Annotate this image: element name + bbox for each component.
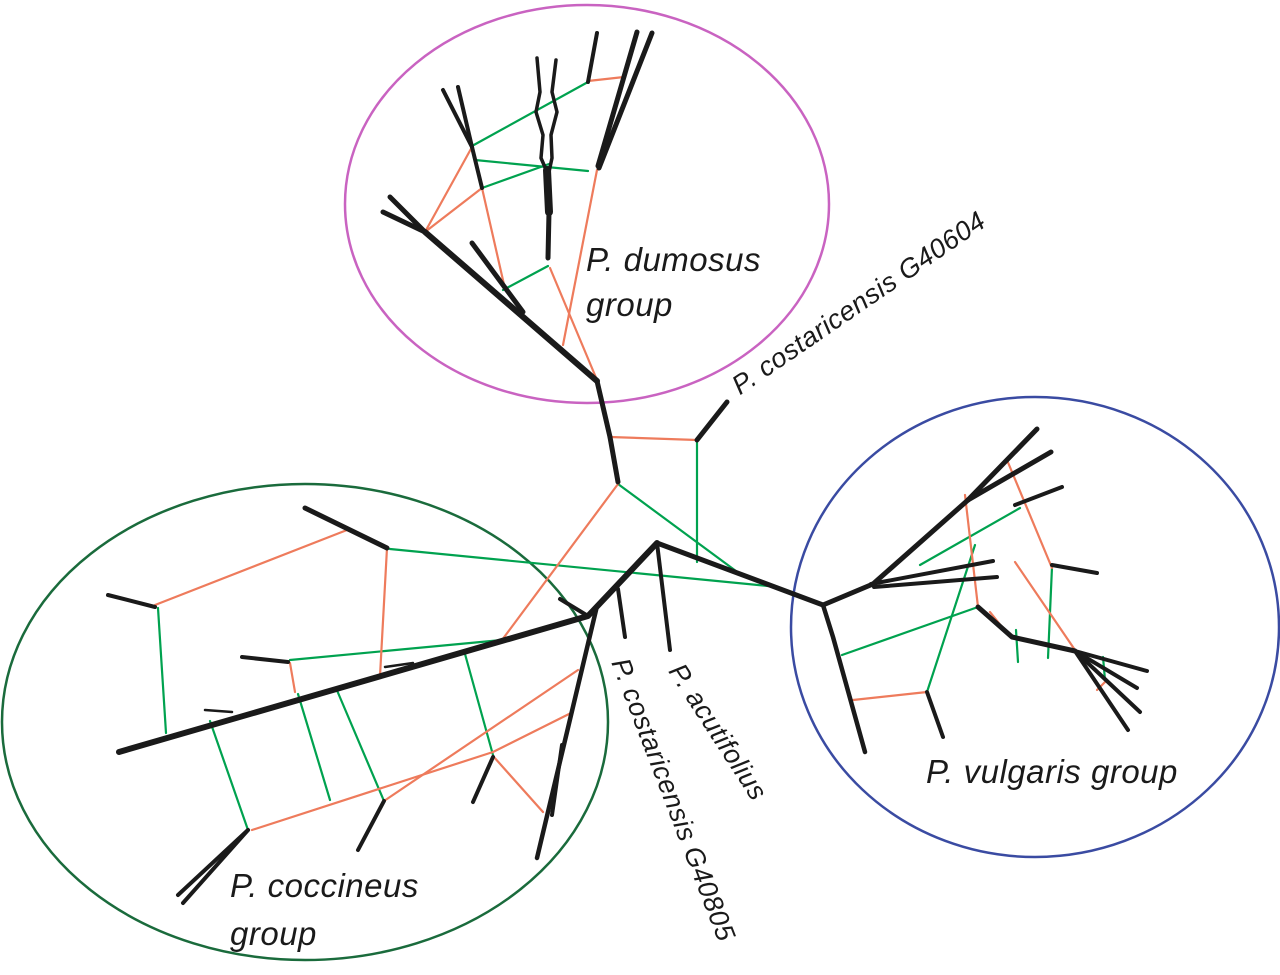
branch-segment [654, 540, 826, 608]
reticulation-edge-green [480, 162, 551, 190]
branch-segment [607, 434, 621, 485]
reticulation-edge-green [925, 543, 977, 694]
branch-segment [387, 194, 428, 235]
reticulation-edge-green [388, 547, 770, 588]
branch-segment [925, 690, 945, 739]
branch-segment [550, 743, 564, 817]
branch-segment [441, 88, 474, 149]
branch-segment [820, 581, 876, 608]
reticulation-edge-green [288, 638, 504, 662]
branch-polyline [534, 56, 549, 174]
reticulation-edge-orange [1013, 560, 1077, 652]
reticulation-edge-green [463, 652, 495, 757]
branch-segment [534, 603, 600, 861]
reticulation-edge-orange [561, 168, 599, 347]
branch-segment [596, 30, 655, 171]
branch-segment [558, 597, 590, 618]
dumosus-group-ellipse [343, 3, 831, 405]
branch-segment [1073, 649, 1142, 714]
reticulation-edge-green [840, 605, 980, 657]
branch-segment [1013, 485, 1064, 507]
reticulation-edge-green [1014, 628, 1020, 664]
branch-segment [240, 655, 290, 664]
reticulation-edge-orange [548, 266, 599, 382]
reticulation-edge-green [334, 686, 386, 803]
branch-segment [469, 240, 526, 315]
branch-segment [1073, 649, 1130, 732]
branch-segment [655, 541, 672, 652]
branch-segment [595, 29, 640, 169]
branch-polyline [975, 604, 1078, 654]
branch-segment [456, 85, 474, 149]
reticulation-edge-orange [480, 186, 507, 291]
branch-segment [872, 575, 999, 589]
reticulation-edge-orange [963, 493, 980, 609]
reticulation-edge-green [296, 692, 332, 802]
reticulation-edge-green [501, 264, 550, 292]
vulgaris-group-label: P. vulgaris group [926, 753, 1178, 790]
reticulation-edge-orange [608, 435, 699, 442]
reticulation-edge-orange [1005, 458, 1054, 570]
branch-segment [106, 593, 157, 609]
reticulation-edge-orange [491, 711, 573, 754]
branch-segment [471, 755, 495, 804]
branch-segment [383, 661, 415, 669]
coccineus-group-label-line2: group [230, 915, 317, 952]
branch-segment [1050, 563, 1099, 575]
reticulation-edge-orange [423, 186, 484, 234]
reticulation-edge-green [470, 80, 590, 148]
reticulation-edge-orange [288, 661, 297, 694]
reticulation-edge-orange [382, 668, 580, 803]
branch-polyline [545, 209, 552, 261]
branch-polyline [116, 540, 660, 755]
branch-segment [1073, 649, 1139, 690]
reticulation-edge-orange [491, 754, 545, 814]
dumosus-group-label-line2: group [586, 286, 673, 323]
branch-polyline [547, 58, 559, 174]
branch-segment [965, 449, 1054, 503]
reticulation-edge-orange [500, 482, 620, 642]
branch-polyline [820, 602, 868, 755]
reticulation-edge-orange [250, 750, 495, 832]
reticulation-edge-green [208, 719, 250, 832]
branch-segment [586, 31, 599, 84]
branch-segment [616, 587, 627, 639]
reticulation-edge-orange [851, 690, 929, 702]
branch-polyline [543, 166, 553, 216]
branch-segment [594, 378, 613, 440]
reticulation-edge-green [616, 482, 742, 576]
reticulation-edge-green [156, 606, 168, 735]
reticulation-edge-orange [153, 528, 349, 607]
branch-segment [470, 145, 484, 190]
branch-segment [870, 497, 971, 587]
branch-segment [181, 828, 250, 905]
branch-segment [302, 505, 390, 551]
branch-segment [422, 229, 600, 384]
vulgaris-group-ellipse [789, 395, 1280, 859]
coccineus-group-label-line1: P. coccineus [230, 867, 419, 904]
coccineus-group-ellipse [0, 482, 610, 962]
branch-segment [356, 799, 386, 852]
branch-segment [694, 399, 730, 443]
branch-segment [965, 426, 1040, 503]
branch-segment [869, 559, 995, 586]
reticulation-edge-green [473, 158, 590, 173]
branch-segment [380, 209, 428, 235]
reticulation-edge-orange [586, 75, 626, 83]
branch-segment [1073, 649, 1149, 673]
reticulation-edge-orange [378, 546, 389, 678]
dumosus-group-label-line1: P. dumosus [586, 241, 761, 278]
reticulation-edge-orange [423, 145, 474, 234]
branch-segment [203, 708, 234, 714]
